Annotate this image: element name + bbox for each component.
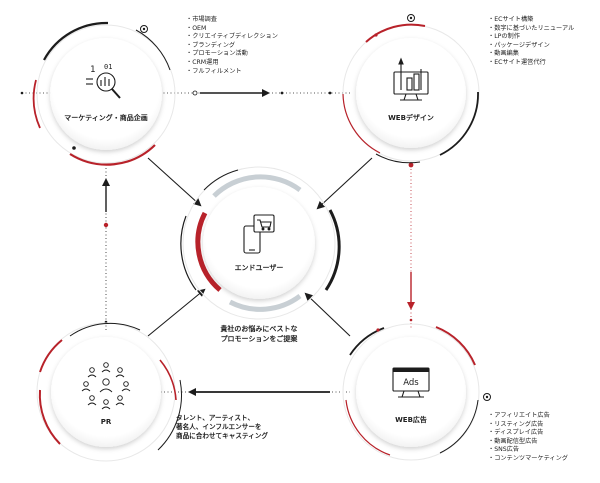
node-center: エンドユーザー bbox=[180, 166, 341, 320]
node-label-center: エンドユーザー bbox=[235, 263, 284, 272]
webad-service-item: ディスプレイ広告 bbox=[488, 429, 568, 438]
smartphone-cart-icon bbox=[243, 214, 275, 254]
webad-service-item: 動画配信型広告 bbox=[488, 438, 568, 447]
webdesign-service-item: ECサイト運営代行 bbox=[488, 59, 574, 68]
node-label-marketing: マーケティング・商品企画 bbox=[64, 113, 147, 122]
marketing-service-list: 市場調査OEMクリエイティブディレクションブランディングプロモーション活動CRM… bbox=[186, 16, 278, 76]
people-network-icon bbox=[81, 362, 131, 410]
magnifier-chart-icon: 1 01 bbox=[86, 63, 121, 99]
node-label-webad: WEB広告 bbox=[395, 415, 427, 424]
pr-description-line: タレント、アーティスト、 bbox=[176, 414, 255, 422]
proposal-text: 貴社のお悩みにベストな プロモーションをご提案 bbox=[200, 325, 318, 344]
webad-service-item: リスティング広告 bbox=[488, 421, 568, 430]
marketing-service-item: CRM運用 bbox=[186, 59, 278, 68]
ads-monitor-icon: Ads bbox=[392, 367, 430, 398]
webdesign-service-item: 動画編集 bbox=[488, 50, 574, 59]
webdesign-service-item: LPの制作 bbox=[488, 33, 574, 42]
pr-description-line: 商品に合わせてキャスティング bbox=[176, 432, 268, 440]
monitor-design-icon bbox=[393, 57, 429, 101]
marketing-service-item: クリエイティブディレクション bbox=[186, 33, 278, 42]
webad-service-item: コンテンツマーケティング bbox=[488, 455, 568, 464]
marketing-service-item: ブランディング bbox=[186, 42, 278, 51]
marketing-service-item: プロモーション活動 bbox=[186, 50, 278, 59]
node-label-pr: PR bbox=[101, 418, 112, 426]
ads-text: Ads bbox=[403, 378, 419, 388]
marketing-service-item: フルフィルメント bbox=[186, 68, 278, 77]
webdesign-service-item: ECサイト構築 bbox=[488, 16, 574, 25]
connectors bbox=[20, 89, 415, 396]
pr-description: タレント、アーティスト、 著名人、インフルエンサーを 商品に合わせてキャスティン… bbox=[176, 414, 268, 441]
webdesign-service-item: パッケージデザイン bbox=[488, 42, 574, 51]
webdesign-service-list: ECサイト構築数字に基づいたリニューアルLPの制作パッケージデザイン動画編集EC… bbox=[488, 16, 574, 68]
node-pr: PR bbox=[36, 322, 182, 462]
node-webad: Ads WEB広告 bbox=[342, 323, 491, 461]
marketing-service-item: 市場調査 bbox=[186, 16, 278, 25]
node-webdesign: WEBデザイン bbox=[342, 14, 480, 164]
node-label-webdesign: WEBデザイン bbox=[388, 113, 434, 122]
svg-text:1: 1 bbox=[90, 65, 95, 75]
marketing-service-item: OEM bbox=[186, 25, 278, 34]
webad-service-list: アフィリエイト広告リスティング広告ディスプレイ広告動画配信型広告SNS広告コンテ… bbox=[488, 412, 568, 464]
node-marketing: 1 01 マーケティング・商品企画 bbox=[32, 21, 176, 166]
proposal-text-line: 貴社のお悩みにベストな bbox=[220, 325, 298, 333]
webad-service-item: アフィリエイト広告 bbox=[488, 412, 568, 421]
webdesign-service-item: 数字に基づいたリニューアル bbox=[488, 25, 574, 34]
pr-description-line: 著名人、インフルエンサーを bbox=[176, 423, 262, 431]
svg-text:01: 01 bbox=[104, 63, 112, 71]
webad-service-item: SNS広告 bbox=[488, 446, 568, 455]
proposal-text-line: プロモーションをご提案 bbox=[220, 334, 298, 343]
